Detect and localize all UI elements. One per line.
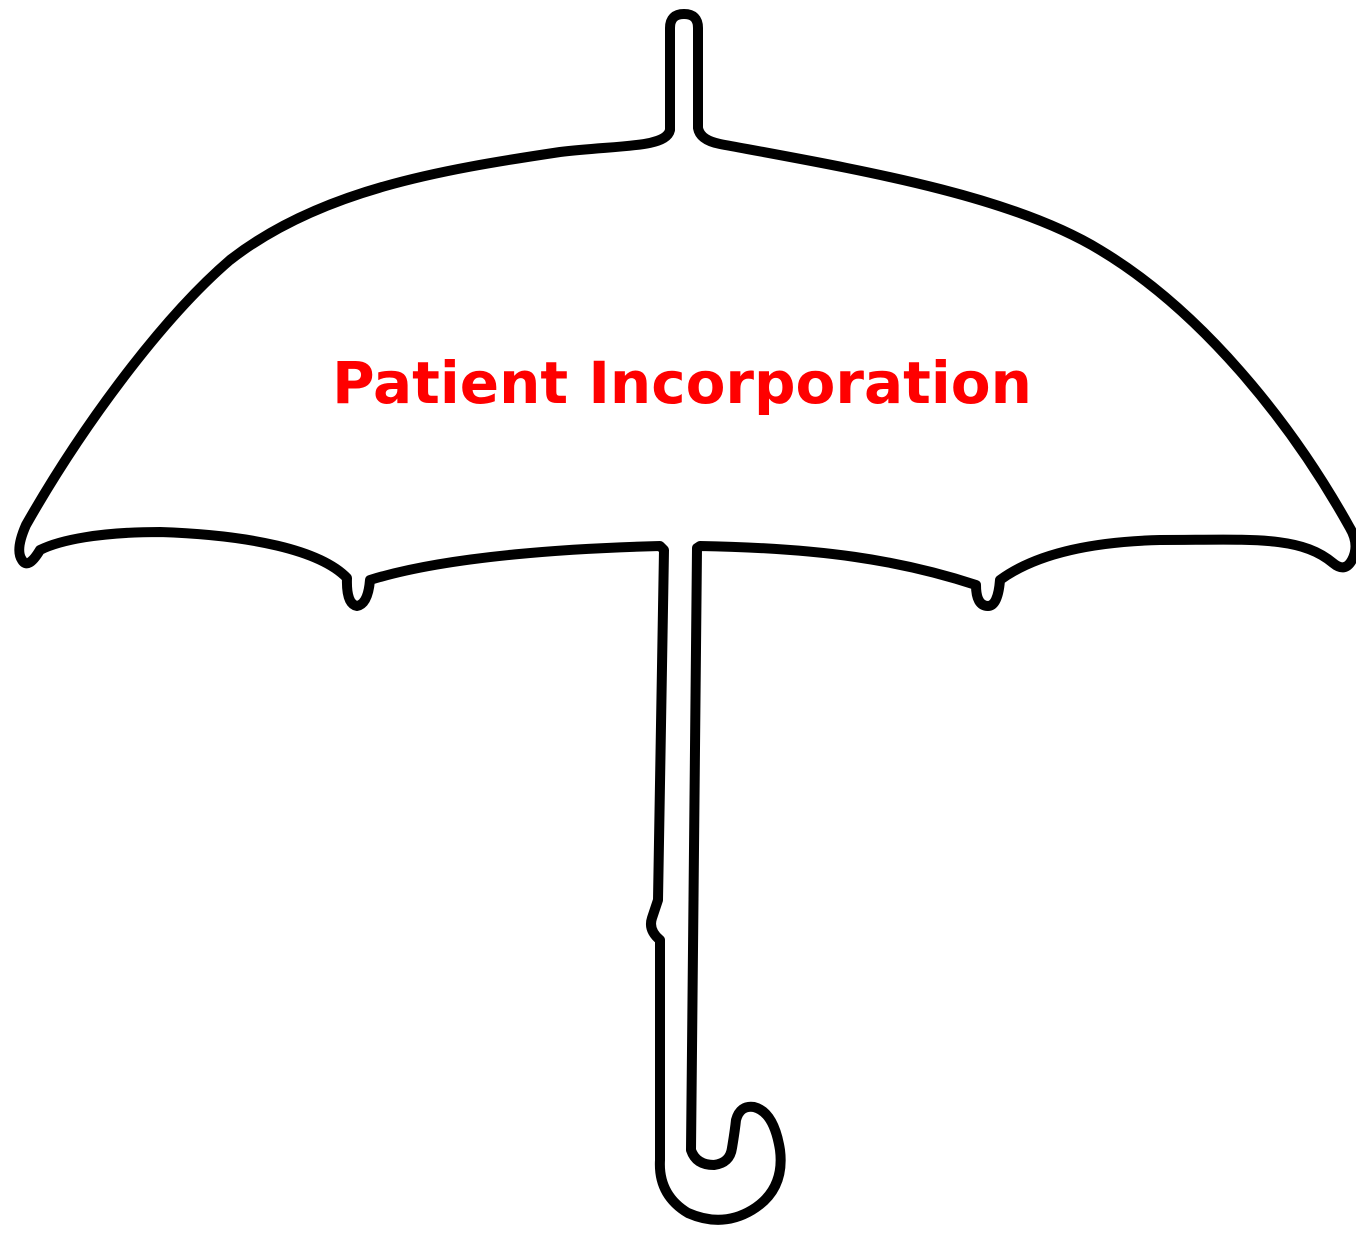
umbrella-label: Patient Incorporation: [0, 346, 1356, 420]
umbrella-canopy: [19, 14, 1355, 1220]
